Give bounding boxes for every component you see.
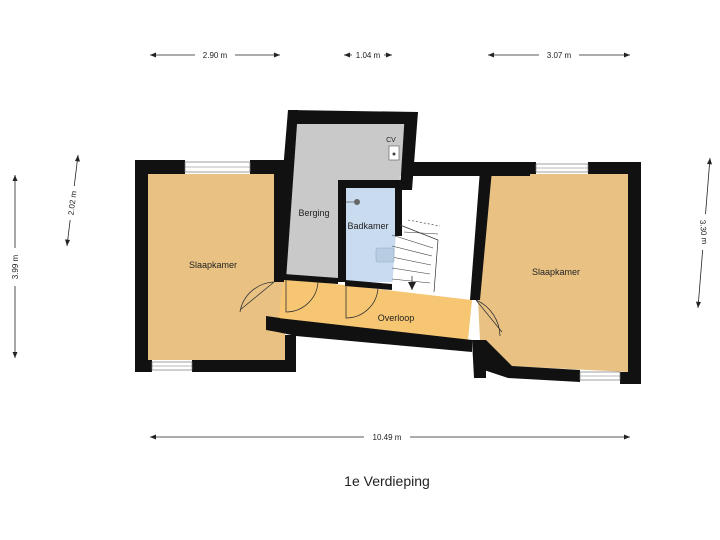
wall-segment (620, 372, 641, 384)
dim-top-left: 2.90 m (203, 51, 228, 60)
wall-segment (488, 162, 536, 174)
cv-boiler-icon-dot (392, 152, 396, 156)
door-swing (285, 280, 319, 313)
room-label-bedroom-right: Slaapkamer (532, 267, 580, 277)
cv-label: CV (386, 137, 396, 144)
walls (135, 110, 641, 384)
wall-segment (268, 318, 472, 352)
stair-direction-arrow (408, 282, 416, 290)
wall-segment (266, 316, 280, 332)
dim-top-right: 3.07 m (547, 51, 572, 60)
dim-left-inner: 2.02 m (67, 190, 79, 216)
wall-segment (192, 360, 296, 372)
door-swing (345, 284, 379, 319)
wall-segment (135, 160, 148, 372)
room-label-storage: Berging (298, 208, 329, 218)
staircase (391, 219, 441, 293)
bathroom-floor (338, 186, 400, 282)
wall-segment (338, 180, 346, 282)
room-label-bathroom: Badkamer (347, 221, 388, 231)
wall-segment (285, 335, 296, 372)
wall-segment (274, 110, 298, 280)
door-swing (239, 281, 275, 313)
floor-title: 1e Verdieping (344, 473, 430, 489)
stairwell-floor (392, 176, 490, 300)
room-label-landing: Overloop (378, 313, 415, 323)
wall-segment (284, 274, 338, 284)
dim-left-outer: 3.99 m (11, 254, 20, 279)
dim-top-middle: 1.04 m (356, 51, 381, 60)
doors (239, 280, 503, 337)
wall-segment (470, 170, 492, 300)
sink-icon (375, 247, 395, 263)
wall-segment (628, 162, 641, 384)
wall-segment (588, 162, 641, 174)
wall-segment (395, 186, 402, 236)
wall-segment (345, 280, 392, 290)
wall-segment (288, 110, 418, 124)
wall-segment (472, 340, 580, 382)
bedroom-left-floor (148, 174, 285, 360)
wall-segment (474, 350, 486, 378)
windows (151, 161, 621, 381)
dim-right: 3.30 m (698, 219, 709, 244)
wall-segment (135, 360, 152, 372)
storage-floor (284, 124, 405, 278)
shower-drain-icon (354, 199, 360, 205)
dim-bottom: 10.49 m (373, 433, 402, 442)
room-label-bedroom-left: Slaapkamer (189, 260, 237, 270)
bedroom-right-floor (478, 174, 628, 372)
door-swing (475, 299, 503, 337)
dimension-lines: 2.90 m 1.04 m 3.07 m 3.99 m 2.02 m 3.30 … (10, 50, 712, 442)
wall-segment (338, 180, 405, 188)
